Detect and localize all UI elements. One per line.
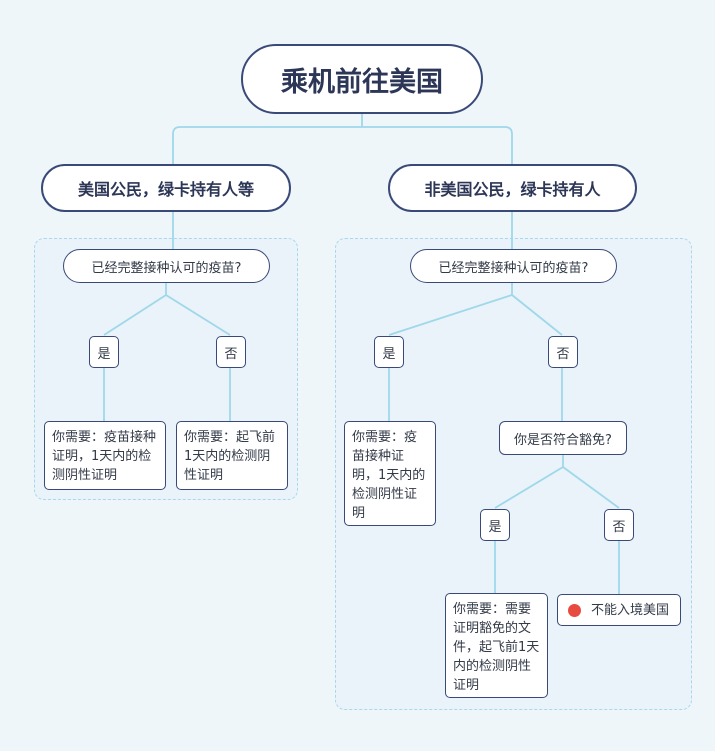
exempt-yes-result: 你需要：需要证明豁免的文件，起飞前1天内的检测阴性证明	[445, 593, 548, 698]
left-no-result: 你需要：起飞前1天内的检测阴性证明	[176, 421, 288, 490]
exempt-yes-node: 是	[480, 509, 510, 541]
right-yes-node: 是	[374, 336, 404, 368]
left-no-node: 否	[216, 336, 246, 368]
exempt-no-node: 否	[604, 509, 634, 541]
deny-dot-icon	[568, 603, 581, 617]
left-yes-result: 你需要：疫苗接种证明，1天内的检测阴性证明	[44, 421, 166, 490]
left-vaccine-question: 已经完整接种认可的疫苗?	[63, 249, 270, 283]
right-no-node: 否	[548, 336, 578, 368]
branch-us-citizen: 美国公民，绿卡持有人等	[41, 164, 291, 212]
root-node: 乘机前往美国	[241, 44, 483, 114]
exemption-question: 你是否符合豁免?	[499, 421, 627, 455]
exempt-no-result-label: 不能入境美国	[591, 602, 670, 618]
right-yes-result: 你需要：疫苗接种证明，1天内的检测阴性证明	[344, 421, 436, 526]
right-vaccine-question: 已经完整接种认可的疫苗?	[410, 249, 617, 283]
branch-non-us-citizen: 非美国公民，绿卡持有人	[388, 164, 637, 212]
exempt-no-result: 不能入境美国	[557, 594, 681, 626]
left-yes-node: 是	[89, 336, 119, 368]
